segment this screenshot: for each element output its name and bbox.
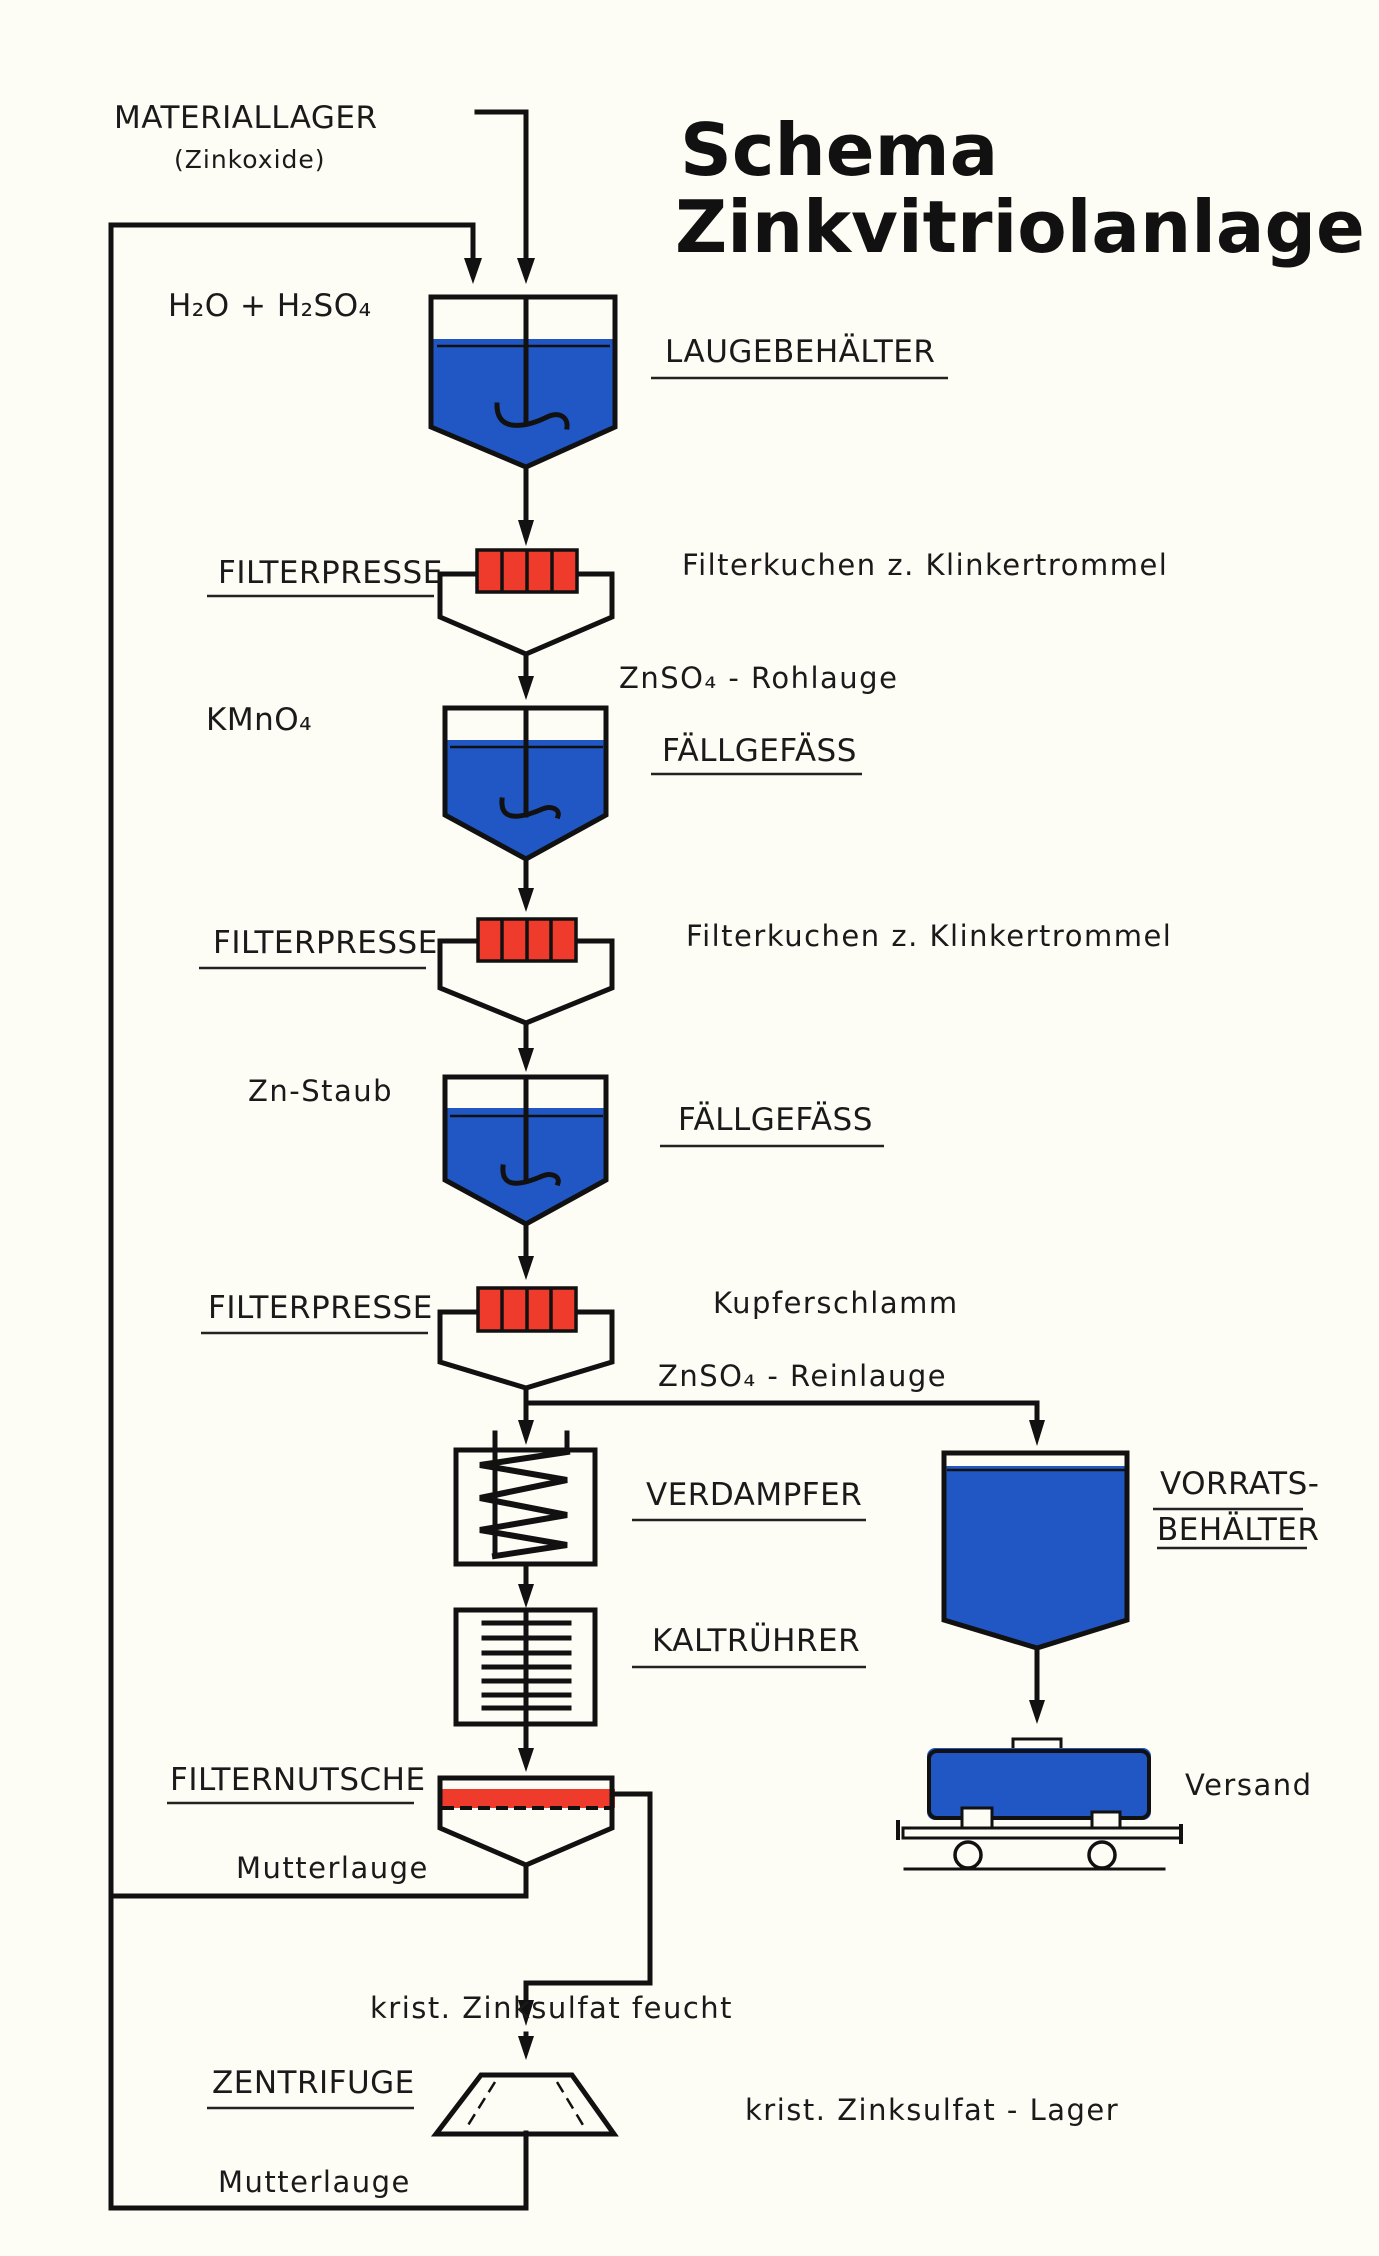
stirrer-icon	[494, 402, 570, 430]
arrow-feed-into-tank	[517, 258, 535, 284]
arrow-return-into-tank	[464, 258, 482, 284]
filterpresse-2-label: FILTERPRESSE	[213, 925, 438, 961]
rohlauge-label: ZnSO₄ - Rohlauge	[619, 661, 898, 695]
arrow-down-icon	[518, 1048, 534, 1072]
tank-wagon-icon	[896, 1737, 1183, 1871]
zn-staub-input-label: Zn-Staub	[248, 1074, 393, 1108]
arrow-down-icon	[518, 676, 534, 700]
lager-label: krist. Zinksulfat - Lager	[745, 2093, 1119, 2127]
kaltruehrer-unit	[453, 1607, 598, 1727]
vorratsbehaelter-label-line-2: BEHÄLTER	[1157, 1512, 1319, 1548]
materiallager-label: MATERIALLAGER	[114, 100, 378, 136]
filterpresse-3-label: FILTERPRESSE	[208, 1290, 433, 1326]
acid-input-label: H₂O + H₂SO₄	[168, 288, 372, 324]
title-line-2: Zinkvitriolanlage	[675, 185, 1365, 269]
arrow-down-icon	[518, 2036, 534, 2060]
arrow-down-icon	[518, 1420, 534, 1445]
arrow-down-icon	[518, 1256, 534, 1280]
zentrifuge-label: ZENTRIFUGE	[212, 2065, 415, 2101]
filterkuchen-1-label: Filterkuchen z. Klinkertrommel	[682, 548, 1168, 582]
kaltruehrer-label: KALTRÜHRER	[652, 1622, 860, 1659]
arrow-down-icon	[518, 520, 534, 546]
laugebehaelter-vessel	[428, 294, 618, 470]
title-line-1: Schema	[680, 108, 998, 192]
filternutsche-label: FILTERNUTSCHE	[170, 1762, 426, 1798]
mutterlauge-1-label: Mutterlauge	[236, 1851, 429, 1885]
arrow-down-icon	[518, 1584, 534, 1608]
faellgefaess-2-label: FÄLLGEFÄSS	[678, 1102, 873, 1138]
filterpresse-2-unit	[437, 917, 615, 1026]
reinlauge-label: ZnSO₄ - Reinlauge	[658, 1359, 947, 1393]
vorratsbehaelter-vessel	[941, 1450, 1130, 1651]
mutterlauge-2-label: Mutterlauge	[218, 2165, 411, 2199]
heating-coil-icon	[479, 1448, 571, 1560]
stirrer-icon	[499, 797, 561, 820]
vorratsbehaelter-label-line-1: VORRATS-	[1160, 1466, 1319, 1502]
mutterlauge-return-line	[108, 222, 529, 2211]
kmno4-input-label: KMnO₄	[206, 702, 312, 738]
stirrer-icon	[500, 1164, 561, 1187]
arrow-down-icon	[1029, 1700, 1045, 1724]
feucht-label: krist. Zinksulfat feucht	[370, 1991, 733, 2025]
arrow-down-icon	[518, 2000, 534, 2026]
verdampfer-unit	[453, 1430, 598, 1567]
kupferschlamm-label: Kupferschlamm	[713, 1286, 959, 1320]
filterkuchen-2-label: Filterkuchen z. Klinkertrommel	[686, 919, 1172, 953]
materiallager-feed-line	[474, 109, 535, 284]
arrow-down-icon	[1029, 1420, 1045, 1446]
versand-label: Versand	[1185, 1768, 1313, 1802]
materiallager-sub-label: (Zinkoxide)	[174, 145, 326, 174]
zentrifuge-unit	[430, 2072, 619, 2137]
filterpresse-1-label: FILTERPRESSE	[218, 555, 443, 591]
filterpresse-1-unit	[437, 548, 615, 657]
filterpresse-3-unit	[437, 1286, 615, 1391]
laugebehaelter-label: LAUGEBEHÄLTER	[665, 334, 935, 370]
arrow-down-icon	[518, 1748, 534, 1772]
faellgefaess-1-vessel	[442, 705, 609, 862]
reinlauge-branch-line	[518, 1385, 1045, 1446]
verdampfer-label: VERDAMPFER	[646, 1477, 862, 1513]
faellgefaess-1-label: FÄLLGEFÄSS	[662, 733, 857, 769]
filternutsche-unit	[437, 1775, 653, 2026]
arrow-down-icon	[518, 888, 534, 912]
faellgefaess-2-vessel	[442, 1074, 609, 1227]
